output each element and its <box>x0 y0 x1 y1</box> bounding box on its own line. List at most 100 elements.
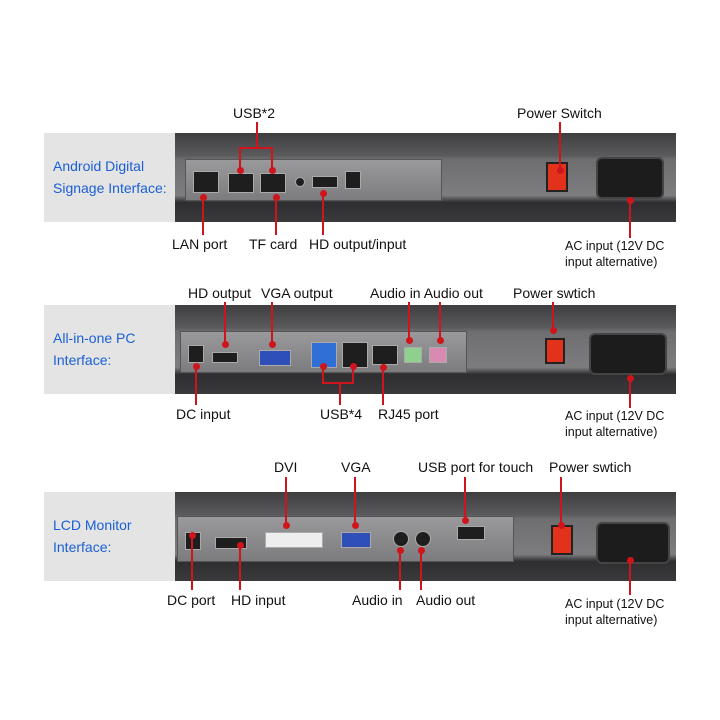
panel-android-device <box>175 133 676 222</box>
callout-dot <box>556 166 564 174</box>
panel-monitor-device <box>175 492 676 581</box>
label-usb: USB port for touch <box>418 459 534 475</box>
audio-out-port <box>415 531 431 547</box>
callout-dot <box>626 556 634 564</box>
label-dc: DC input <box>176 406 231 422</box>
callout-line <box>552 302 554 330</box>
callout-line <box>239 148 241 170</box>
callout-line <box>195 366 197 405</box>
callout-dot <box>199 193 207 201</box>
callout-dot <box>461 516 469 524</box>
label-usb: USB*2 <box>233 105 276 121</box>
callout-dot <box>349 362 357 370</box>
callout-line <box>202 197 204 235</box>
label-power: Power swtich <box>513 285 596 301</box>
panel-title-line2: Signage Interface: <box>53 180 167 196</box>
dc-port <box>345 171 361 189</box>
label-ac: AC input (12V DC input alternative) <box>565 408 664 440</box>
callout-dot <box>192 362 200 370</box>
ac-socket <box>589 333 667 375</box>
audio-out-port <box>429 347 447 363</box>
callout-dot <box>319 362 327 370</box>
callout-line <box>464 477 466 520</box>
panel-title-line1: Android Digital <box>53 158 145 174</box>
callout-dot <box>626 196 634 204</box>
label-vga: VGA <box>341 459 371 475</box>
callout-dot <box>282 521 290 529</box>
panel-title-line1: LCD Monitor <box>53 517 132 533</box>
hd-port <box>212 352 238 363</box>
power-switch <box>545 338 565 364</box>
callout-dot <box>379 363 387 371</box>
tf-slot <box>295 177 305 187</box>
label-tf: TF card <box>249 236 298 252</box>
label-dc: DC port <box>167 592 216 608</box>
callout-line <box>239 545 241 590</box>
audio-in-port <box>404 347 422 363</box>
label-ac-line2: input alternative) <box>565 425 658 439</box>
usb-touch-port <box>457 526 485 540</box>
label-audio-in: Audio in <box>352 592 403 608</box>
ac-socket <box>596 522 670 564</box>
callout-line <box>285 477 287 525</box>
usb-port <box>228 173 254 193</box>
label-dvi: DVI <box>274 459 298 475</box>
callout-line <box>322 366 324 383</box>
callout-line <box>629 200 631 238</box>
callout-dot <box>268 166 276 174</box>
callout-line <box>408 302 410 340</box>
usb-port <box>260 173 286 193</box>
lan-port <box>193 171 219 193</box>
hd-port <box>312 176 338 188</box>
label-ac-line2: input alternative) <box>565 255 658 269</box>
callout-dot <box>557 521 565 529</box>
callout-dot <box>221 340 229 348</box>
callout-dot <box>396 546 404 554</box>
callout-dot <box>626 374 634 382</box>
callout-line <box>382 367 384 405</box>
vga-port <box>341 532 371 548</box>
label-ac-line1: AC input (12V DC <box>565 239 665 253</box>
callout-line <box>256 122 258 148</box>
label-power: Power swtich <box>549 459 632 475</box>
callout-line <box>191 535 193 590</box>
audio-in-port <box>393 531 409 547</box>
panel-title-line2: Interface: <box>53 539 112 555</box>
label-ac-line1: AC input (12V DC <box>565 409 665 423</box>
vga-port <box>259 350 291 366</box>
rj45-port <box>372 345 398 365</box>
callout-line <box>354 477 356 525</box>
panel-title-line1: All-in-one PC <box>53 330 136 346</box>
label-usb: USB*4 <box>320 406 363 422</box>
callout-line <box>224 302 226 344</box>
label-hd: HD output <box>188 285 252 301</box>
callout-line <box>560 477 562 525</box>
callout-dot <box>236 166 244 174</box>
label-ac: AC input (12V DC input alternative) <box>565 238 664 270</box>
callout-line <box>629 560 631 595</box>
label-ac-line1: AC input (12V DC <box>565 597 665 611</box>
callout-dot <box>268 340 276 348</box>
callout-dot <box>351 521 359 529</box>
power-switch <box>546 162 568 192</box>
callout-line <box>559 122 561 170</box>
ac-socket <box>596 157 664 199</box>
callout-dot <box>272 193 280 201</box>
callout-line <box>271 302 273 344</box>
callout-line <box>271 148 273 170</box>
callout-line <box>629 378 631 408</box>
callout-line <box>275 197 277 235</box>
callout-dot <box>417 546 425 554</box>
power-switch <box>551 525 573 555</box>
callout-line <box>322 193 324 235</box>
dvi-port <box>265 532 323 548</box>
label-vga: VGA output <box>261 285 333 301</box>
callout-line <box>399 550 401 590</box>
callout-dot <box>436 336 444 344</box>
label-lan: LAN port <box>172 236 228 252</box>
